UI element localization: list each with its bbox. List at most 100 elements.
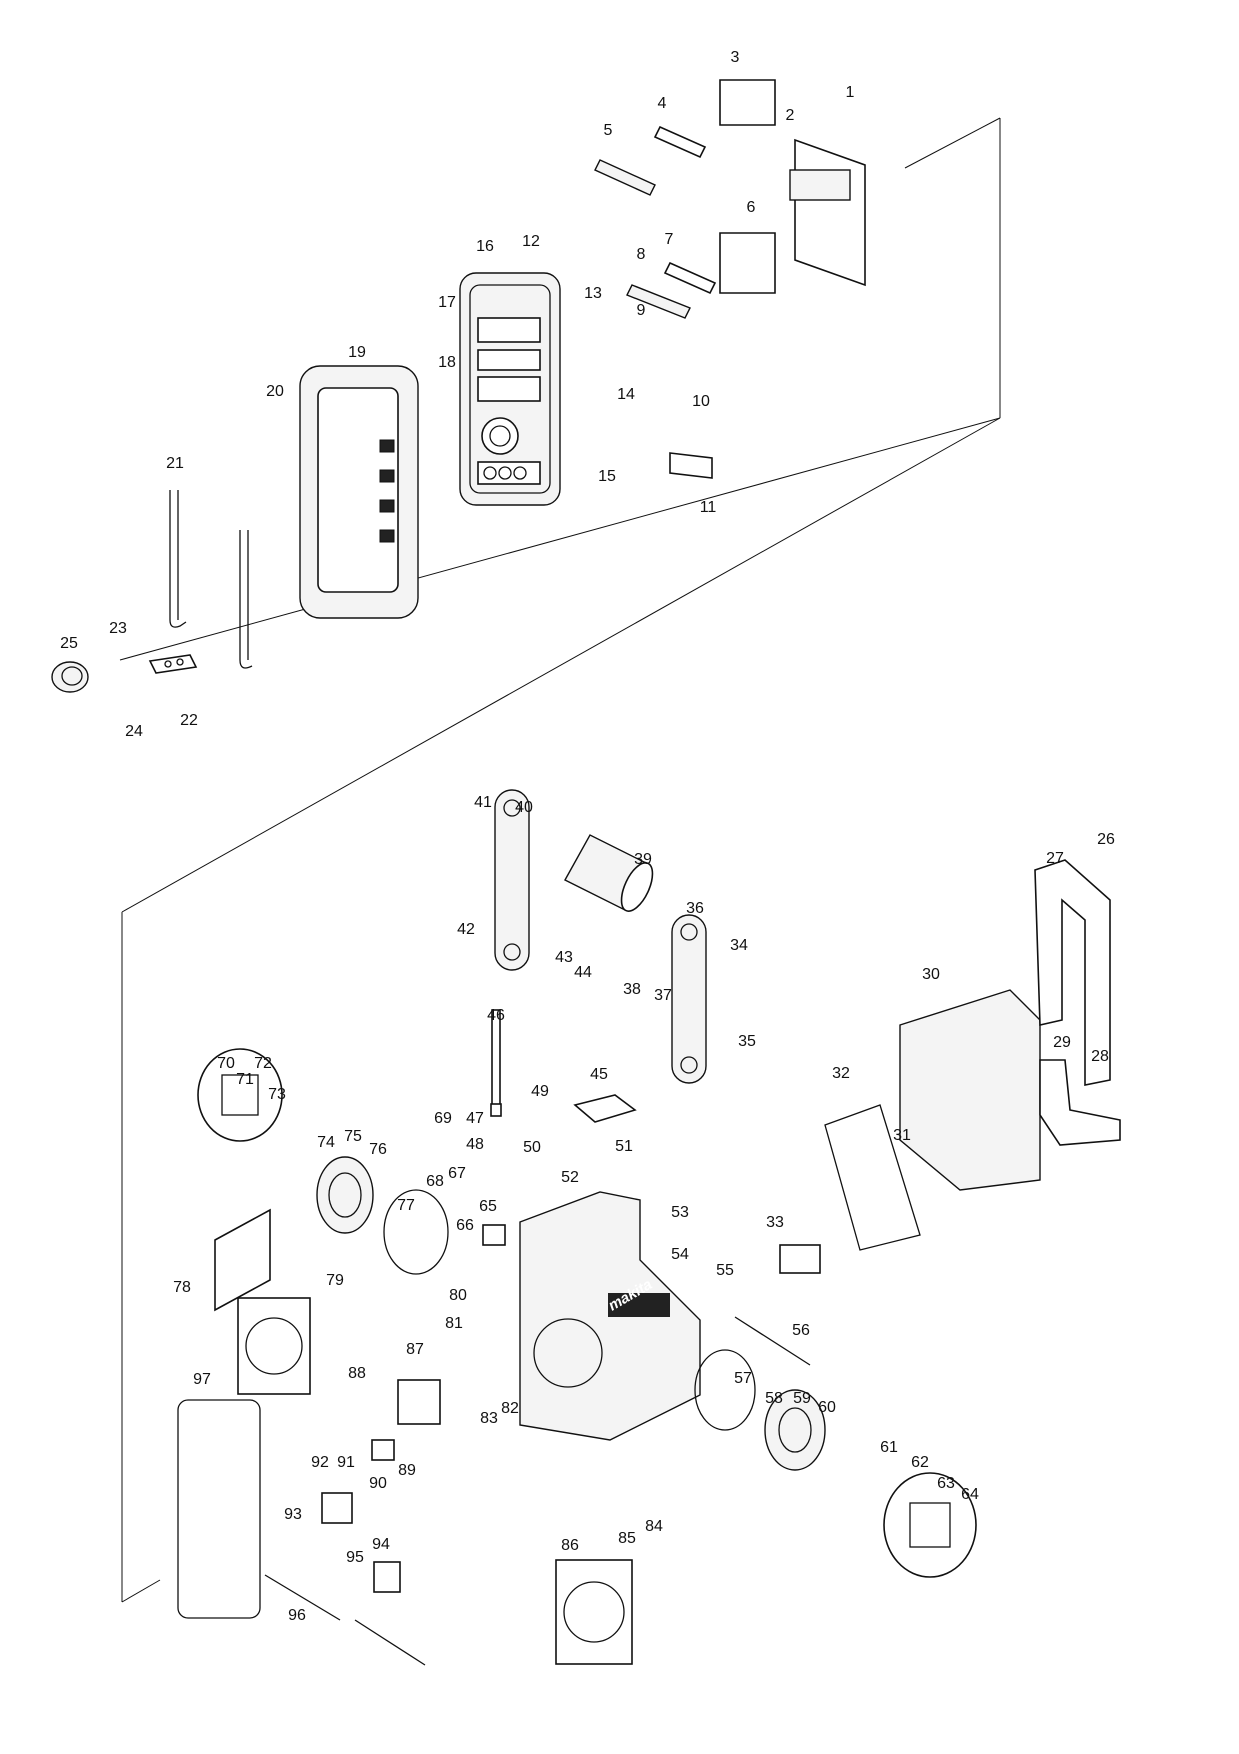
part-label-79: 79 <box>326 1272 344 1289</box>
button-strips <box>594 125 717 319</box>
part-label-39: 39 <box>634 851 652 868</box>
antenna <box>490 1009 502 1117</box>
part-label-68: 68 <box>426 1173 444 1190</box>
back-frame-27 <box>1034 859 1111 1086</box>
part-label-53: 53 <box>671 1204 689 1221</box>
part-label-41: 41 <box>474 794 492 811</box>
part-label-64: 64 <box>961 1486 979 1503</box>
part-label-94: 94 <box>372 1536 390 1553</box>
part-label-26: 26 <box>1097 831 1115 848</box>
side-bar-36 <box>671 914 707 1084</box>
part-label-63: 63 <box>937 1475 955 1492</box>
part-label-74: 74 <box>317 1134 335 1151</box>
part-label-35: 35 <box>738 1033 756 1050</box>
part-label-54: 54 <box>671 1246 689 1263</box>
part-label-75: 75 <box>344 1128 362 1145</box>
part-label-28: 28 <box>1091 1048 1109 1065</box>
part-label-65: 65 <box>479 1198 497 1215</box>
part-label-27: 27 <box>1046 850 1064 867</box>
knob-bracket <box>148 654 198 674</box>
part-label-20: 20 <box>266 383 284 400</box>
part-label-73: 73 <box>268 1086 286 1103</box>
rear-gasket-32 <box>824 1104 921 1251</box>
part-label-77: 77 <box>397 1197 415 1214</box>
part-label-38: 38 <box>623 981 641 998</box>
part-label-16: 16 <box>476 238 494 255</box>
main-housing: makita <box>519 1191 701 1441</box>
part-label-66: 66 <box>456 1217 474 1234</box>
part-label-62: 62 <box>911 1454 929 1471</box>
part-label-30: 30 <box>922 966 940 983</box>
part-label-9: 9 <box>637 302 646 319</box>
part-label-76: 76 <box>369 1141 387 1158</box>
speaker-right <box>764 1389 826 1471</box>
plate-86 <box>555 1559 633 1665</box>
part-label-56: 56 <box>792 1322 810 1339</box>
part-label-50: 50 <box>523 1139 541 1156</box>
rear-frame <box>299 365 419 619</box>
part-label-47: 47 <box>466 1110 484 1127</box>
grille-right <box>883 1472 977 1578</box>
upper-assembly-outline <box>119 117 1001 661</box>
part-label-57: 57 <box>734 1370 752 1387</box>
part-label-19: 19 <box>348 344 366 361</box>
part-label-69: 69 <box>434 1110 452 1127</box>
handle-grip-39 <box>564 834 654 912</box>
part-label-33: 33 <box>766 1214 784 1231</box>
part-label-58: 58 <box>765 1390 783 1407</box>
part-label-36: 36 <box>686 900 704 917</box>
part-label-78: 78 <box>173 1279 191 1296</box>
part-label-31: 31 <box>893 1127 911 1144</box>
rod-56 <box>734 1316 811 1366</box>
part-label-91: 91 <box>337 1454 355 1471</box>
part-label-71: 71 <box>236 1071 254 1088</box>
part-label-22: 22 <box>180 712 198 729</box>
part-label-61: 61 <box>880 1439 898 1456</box>
part-label-2: 2 <box>786 107 795 124</box>
lower-assembly-outline <box>121 417 1001 1603</box>
grille-left <box>197 1048 283 1142</box>
pcb-board-3 <box>719 79 776 126</box>
part-label-87: 87 <box>406 1341 424 1358</box>
switch-board-11 <box>669 452 713 479</box>
part-label-6: 6 <box>747 199 756 216</box>
part-label-13: 13 <box>584 285 602 302</box>
part-label-3: 3 <box>731 49 740 66</box>
gasket-57 <box>694 1349 756 1431</box>
part-label-86: 86 <box>561 1537 579 1554</box>
part-label-93: 93 <box>284 1506 302 1523</box>
part-number-labels: 1 2 3 4 5 6 7 8 9 10 11 12 13 14 15 16 1… <box>60 49 1115 1624</box>
part-label-10: 10 <box>692 393 710 410</box>
cables-96 <box>264 1574 426 1666</box>
part-label-34: 34 <box>730 937 748 954</box>
part-label-25: 25 <box>60 635 78 652</box>
part-label-51: 51 <box>615 1138 633 1155</box>
part-label-52: 52 <box>561 1169 579 1186</box>
part-label-40: 40 <box>515 799 533 816</box>
part-label-70: 70 <box>217 1055 235 1072</box>
part-label-88: 88 <box>348 1365 366 1382</box>
side-bar-40 <box>494 789 530 971</box>
part-label-97: 97 <box>193 1371 211 1388</box>
part-label-11: 11 <box>700 499 717 516</box>
part-label-48: 48 <box>466 1136 484 1153</box>
pcb-main <box>789 138 866 287</box>
handle-rods <box>169 490 253 669</box>
part-label-18: 18 <box>438 354 456 371</box>
part-label-12: 12 <box>522 233 540 250</box>
part-label-80: 80 <box>449 1287 467 1304</box>
part-label-42: 42 <box>457 921 475 938</box>
gasket-77 <box>383 1189 449 1275</box>
pcb-board-6 <box>719 232 776 294</box>
part-label-82: 82 <box>501 1400 519 1417</box>
part-label-67: 67 <box>448 1165 466 1182</box>
part-label-14: 14 <box>617 386 635 403</box>
part-label-49: 49 <box>531 1083 549 1100</box>
part-label-81: 81 <box>445 1315 463 1332</box>
bottom-frame-29 <box>1039 1059 1121 1146</box>
part-label-43: 43 <box>555 949 573 966</box>
part-label-92: 92 <box>311 1454 329 1471</box>
plate-79 <box>237 1297 311 1395</box>
speaker-left <box>316 1156 374 1234</box>
